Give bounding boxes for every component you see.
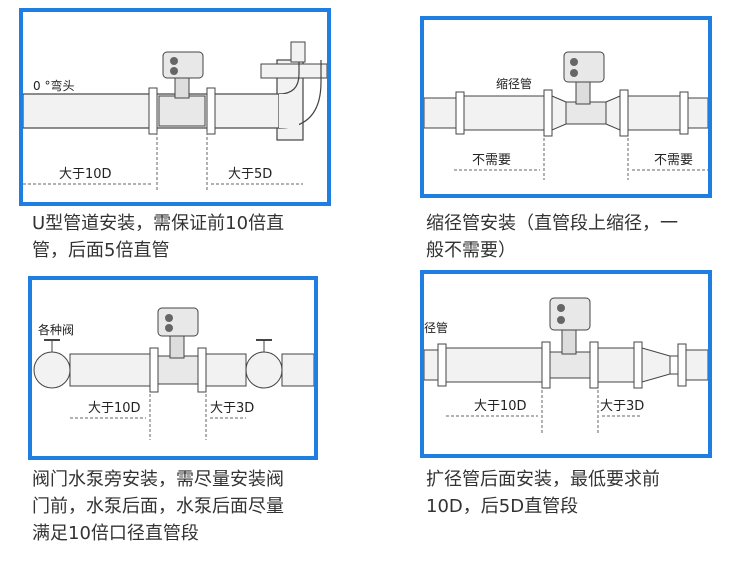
downstream-label: 大于3D xyxy=(600,399,644,414)
reducer-label: 缩径管 xyxy=(496,76,532,91)
elbow-label: 0 °弯头 xyxy=(33,78,74,93)
diagram-reducer: 缩径管 不需要 不需要 xyxy=(420,16,712,198)
downstream-label: 大于5D xyxy=(228,167,272,182)
right-label: 不需要 xyxy=(654,153,693,168)
valve-pump-illustration: 各种阀 大于10D 大于3D xyxy=(33,307,314,440)
upstream-label: 大于10D xyxy=(474,399,527,414)
u-pipe-illustration: 0 °弯头 大于10D 大于5D xyxy=(23,41,327,192)
caption-u-pipe: U型管道安装，需保证前10倍直 管，后面5倍直管 xyxy=(32,213,285,261)
caption-reducer: 缩径管安装（直管段上缩径，一 般不需要） xyxy=(426,213,678,261)
reducer-illustration: 缩径管 不需要 不需要 xyxy=(424,51,708,180)
diagram-valve-pump: 各种阀 大于10D 大于3D xyxy=(28,276,318,460)
upstream-label: 大于10D xyxy=(59,167,112,182)
downstream-label: 大于3D xyxy=(210,401,254,416)
reducer-cut-label: 径管 xyxy=(424,320,448,335)
upstream-label: 大于10D xyxy=(88,401,141,416)
diagram-u-pipe: 0 °弯头 大于10D 大于5D xyxy=(19,8,331,206)
expander-illustration: 径管 大于10D 大于3D xyxy=(424,297,708,434)
left-label: 不需要 xyxy=(472,153,511,168)
valve-label: 各种阀 xyxy=(38,322,74,337)
diagram-expander: 径管 大于10D 大于3D xyxy=(420,270,712,458)
caption-valve-pump: 阀门水泵旁安装，需尽量安装阀 门前，水泵后面，水泵后面尽量 满足10倍口径直管段 xyxy=(32,469,284,544)
caption-expander: 扩径管后面安装，最低要求前 10D，后5D直管段 xyxy=(426,469,660,517)
